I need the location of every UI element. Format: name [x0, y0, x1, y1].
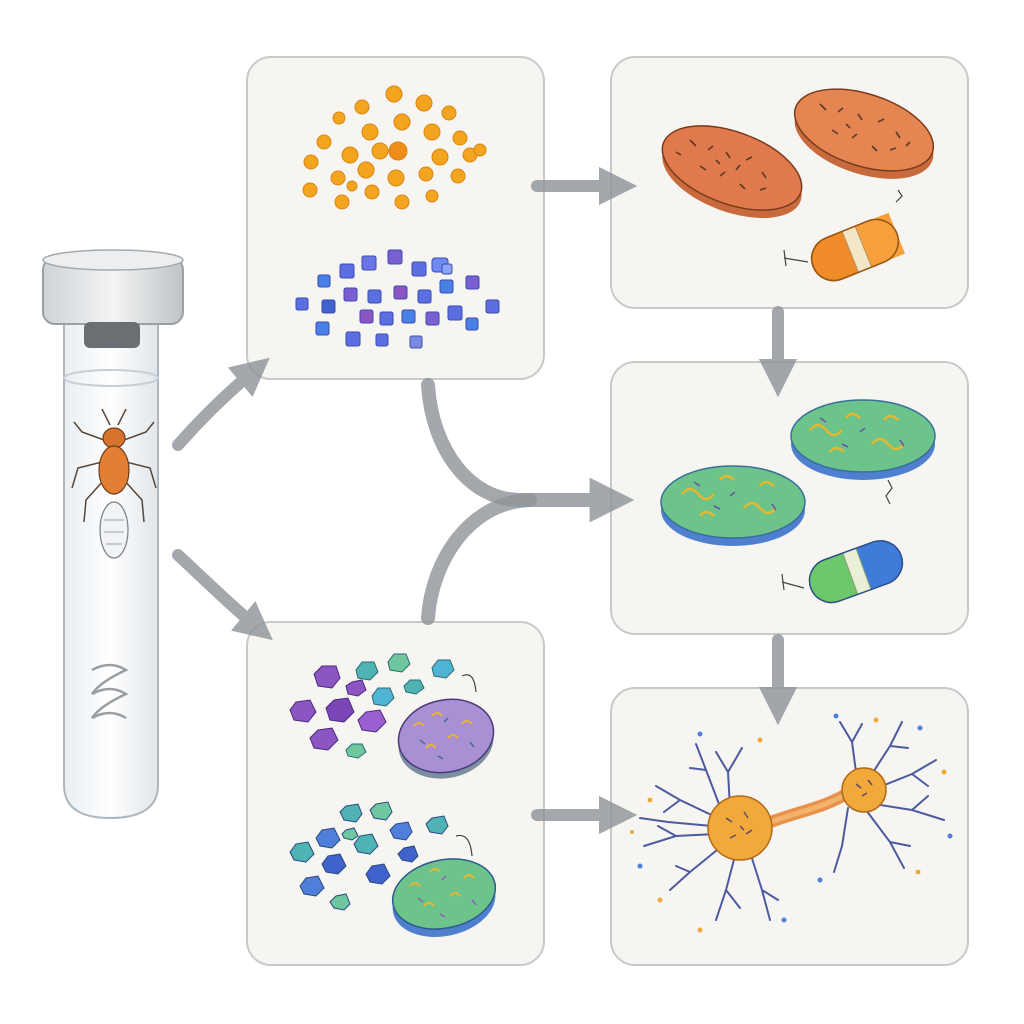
- teal-particles: [345, 653, 455, 759]
- orange-disc-right: [793, 88, 935, 179]
- neuron-icon: [630, 713, 953, 933]
- neuron-soma-right: [841, 767, 887, 813]
- panel-particles: [246, 56, 545, 380]
- arrow-merge-bottom: [421, 493, 537, 625]
- test-tube: [42, 249, 184, 820]
- orange-particles: [302, 85, 487, 210]
- orange-disc-left: [661, 125, 803, 219]
- green-disc-tether: [455, 834, 473, 857]
- arrows: [172, 166, 798, 835]
- purple-particles: [289, 665, 387, 751]
- arrow-tube-to-mixed: [172, 549, 273, 641]
- neuron-particles: [630, 713, 953, 933]
- capsule-blue-green-icon: [808, 540, 904, 604]
- teal-blue-particles: [289, 801, 449, 911]
- purple-disc-tether: [461, 674, 477, 693]
- blue-squares: [295, 249, 500, 349]
- neuron-soma-left: [707, 795, 773, 861]
- capsule-orange-icon: [810, 212, 905, 282]
- capsule-tether-2: [781, 479, 893, 591]
- purple-disc: [397, 698, 495, 779]
- green-disc-left: [660, 465, 806, 546]
- arrow-merge-top: [421, 378, 635, 523]
- green-disc-right: [790, 399, 936, 480]
- green-blue-disc: [391, 858, 497, 937]
- arrow-tube-to-particles: [172, 357, 270, 451]
- panel-neuron: [610, 687, 969, 966]
- capsule-tether: [783, 189, 903, 267]
- insect-icon: [71, 408, 157, 559]
- tube-coil: [90, 663, 129, 720]
